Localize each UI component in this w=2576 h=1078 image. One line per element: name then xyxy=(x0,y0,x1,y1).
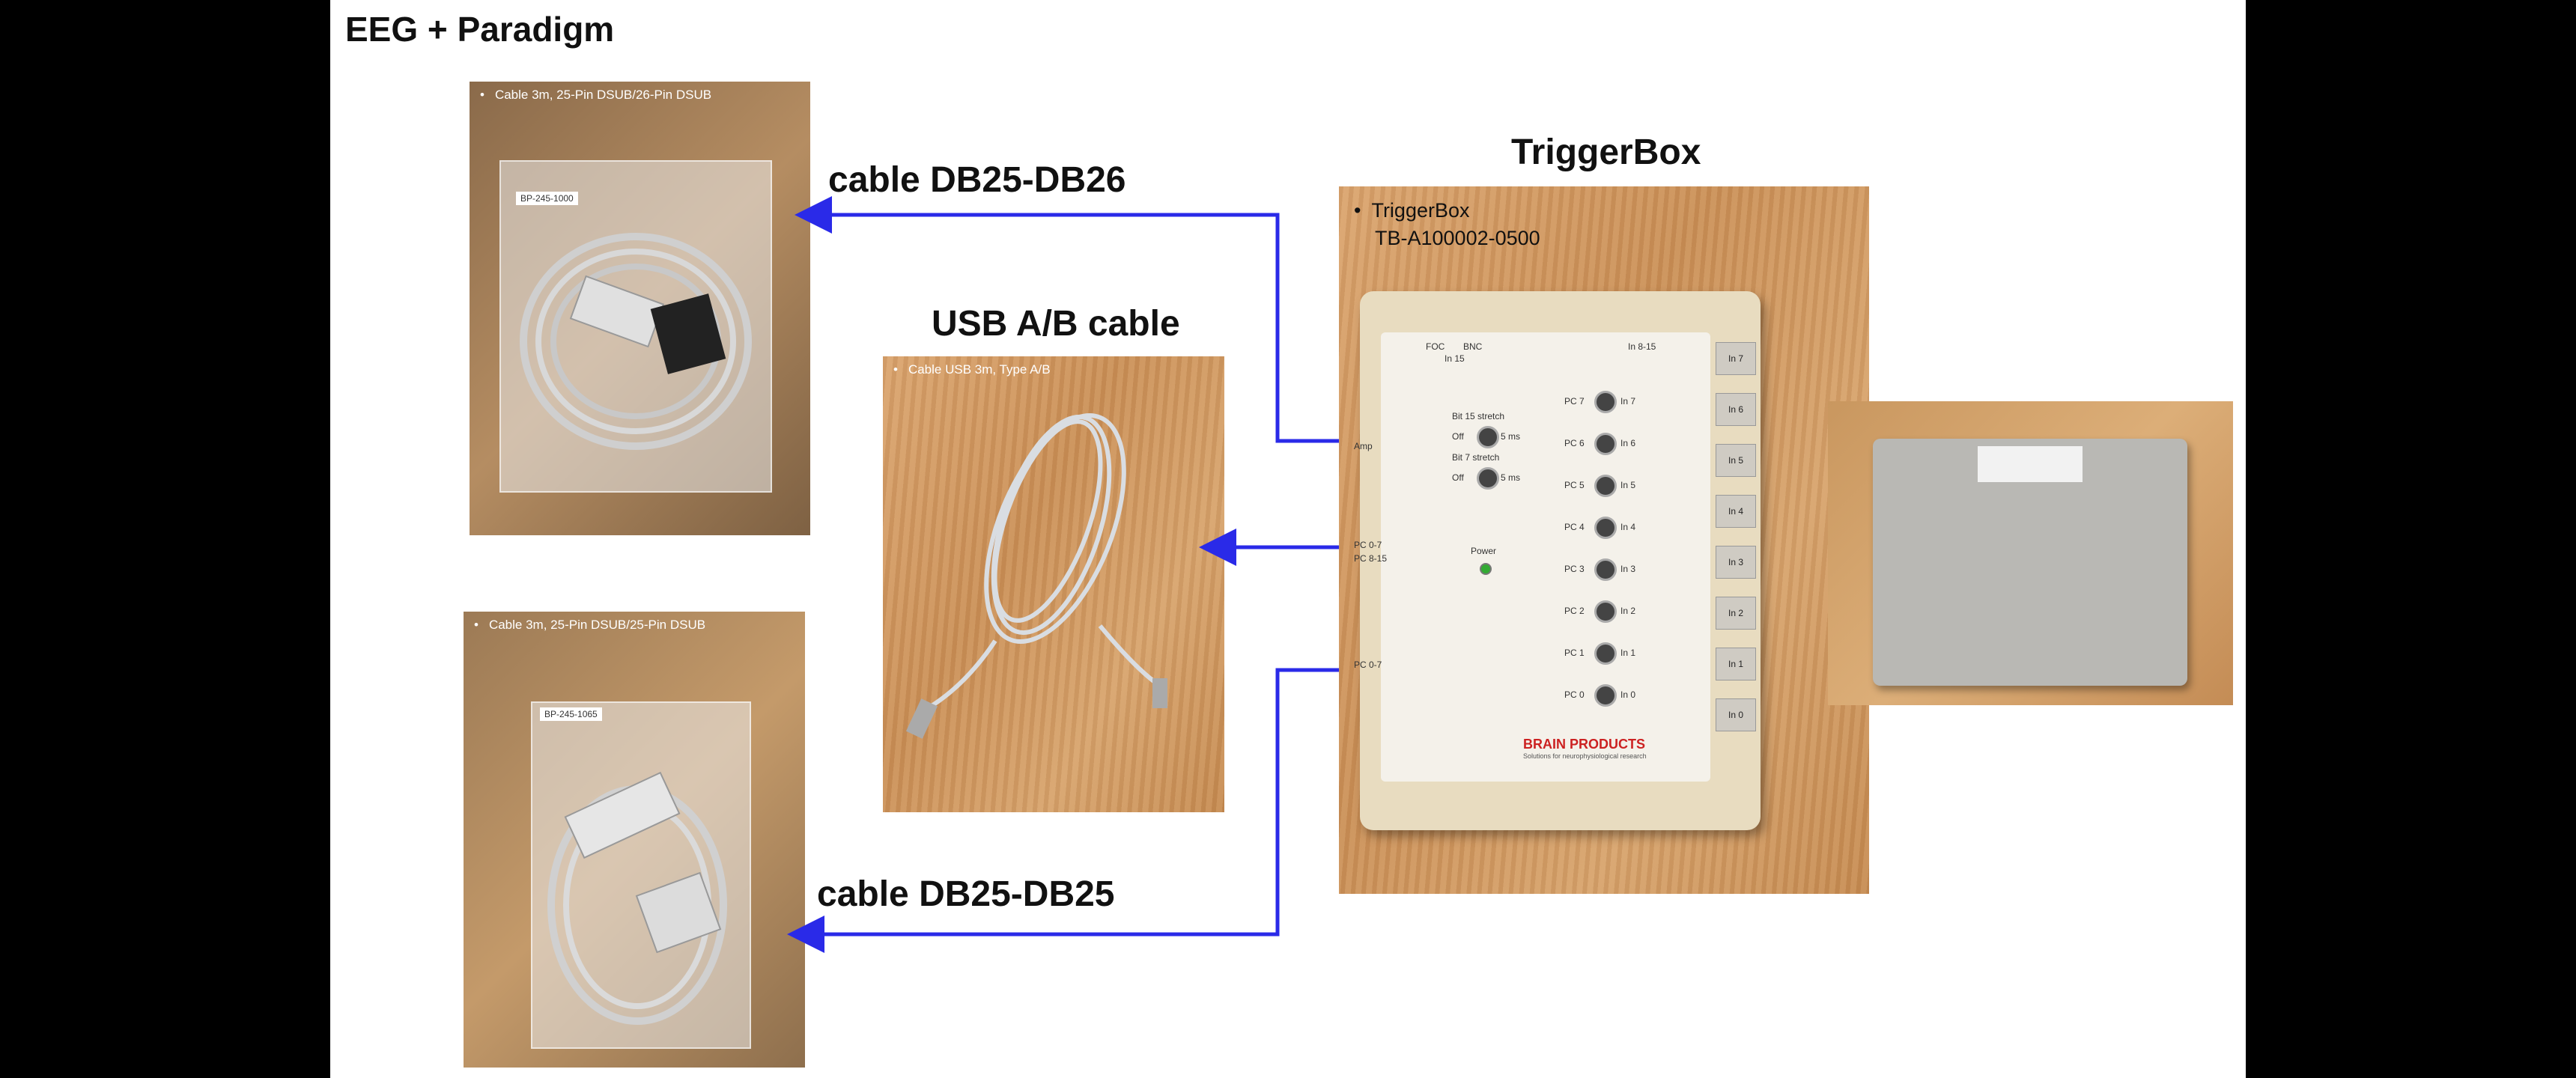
label-amp: Amp xyxy=(1354,441,1373,451)
caption-text: Cable 3m, 25-Pin DSUB/25-Pin DSUB xyxy=(488,618,706,632)
pc6-knob[interactable] xyxy=(1594,433,1617,455)
label-in8-15: In 8-15 xyxy=(1628,341,1656,352)
coiled-cable-icon xyxy=(520,233,752,450)
logo-text: BRAIN PRODUCTS xyxy=(1523,737,1646,752)
label-off-1: Off xyxy=(1452,431,1464,442)
bit7-switch[interactable] xyxy=(1477,467,1499,490)
heading-db25: cable DB25-DB25 xyxy=(817,874,1115,914)
label-ms-2: 5 ms xyxy=(1501,472,1521,483)
input-button[interactable]: In 5 xyxy=(1716,444,1756,477)
photo-cable-db26: •Cable 3m, 25-Pin DSUB/26-Pin DSUB BP-24… xyxy=(470,82,810,535)
pc-label: PC 0 xyxy=(1564,689,1585,700)
photo-caption: •Cable 3m, 25-Pin DSUB/26-Pin DSUB xyxy=(480,88,712,102)
pc-label: PC 4 xyxy=(1564,522,1585,532)
bag-label: BP-245-1000 xyxy=(516,192,578,205)
input-button[interactable]: In 0 xyxy=(1716,698,1756,731)
in-label: In 1 xyxy=(1620,648,1636,658)
in-label: In 6 xyxy=(1620,438,1636,448)
label-bnc: BNC xyxy=(1463,341,1483,352)
label-in15: In 15 xyxy=(1445,353,1465,364)
pc-label: PC 7 xyxy=(1564,396,1585,406)
label-ms-1: 5 ms xyxy=(1501,431,1521,442)
pc1-knob[interactable] xyxy=(1594,642,1617,665)
label-bit15: Bit 15 stretch xyxy=(1452,411,1505,421)
label-power: Power xyxy=(1471,546,1497,556)
in-label: In 0 xyxy=(1620,689,1636,700)
input-button[interactable]: In 1 xyxy=(1716,648,1756,680)
page-title: EEG + Paradigm xyxy=(345,10,615,49)
coiled-cable-icon xyxy=(547,771,727,1025)
input-button[interactable]: In 4 xyxy=(1716,495,1756,528)
photo-cable-db25: •Cable 3m, 25-Pin DSUB/25-Pin DSUB BP-24… xyxy=(464,612,805,1068)
triggerbox-device: FOC BNC In 15 In 8-15 Bit 15 stretch Off… xyxy=(1354,291,1761,830)
logo-subtitle: Solutions for neurophysiological researc… xyxy=(1523,752,1647,760)
pc2-knob[interactable] xyxy=(1594,600,1617,623)
slide: EEG + Paradigm •Cable 3m, 25-Pin DSUB/26… xyxy=(330,0,2246,1078)
arrow-db26 xyxy=(795,196,1360,443)
input-button[interactable]: In 2 xyxy=(1716,597,1756,630)
brand-logo: BRAIN PRODUCTS Solutions for neurophysio… xyxy=(1523,737,1647,760)
input-button[interactable]: In 3 xyxy=(1716,546,1756,579)
pc-label: PC 5 xyxy=(1564,480,1585,490)
label-off-2: Off xyxy=(1452,472,1464,483)
heading-triggerbox: TriggerBox xyxy=(1511,133,1701,172)
usb-cable-icon xyxy=(905,413,1167,739)
pc3-knob[interactable] xyxy=(1594,558,1617,581)
caption-line2: TB-A100002-0500 xyxy=(1375,227,1540,249)
pc-label: PC 1 xyxy=(1564,648,1585,658)
label-usb-pc8-15: PC 8-15 xyxy=(1354,553,1388,564)
pc-label: PC 6 xyxy=(1564,438,1585,448)
in-label: In 4 xyxy=(1620,522,1636,532)
caption-line1: TriggerBox xyxy=(1371,199,1470,222)
heading-db26: cable DB25-DB26 xyxy=(828,160,1126,200)
label-bit7: Bit 7 stretch xyxy=(1452,452,1500,463)
in-label: In 3 xyxy=(1620,564,1636,574)
photo-caption: •Cable 3m, 25-Pin DSUB/25-Pin DSUB xyxy=(474,618,706,632)
photo-caption: •TriggerBox TB-A100002-0500 xyxy=(1354,199,1540,249)
caption-text: Cable USB 3m, Type A/B xyxy=(908,362,1051,377)
pc-label: PC 2 xyxy=(1564,606,1585,616)
caption-text: Cable 3m, 25-Pin DSUB/26-Pin DSUB xyxy=(494,88,712,102)
label-foc: FOC xyxy=(1426,341,1445,352)
input-button[interactable]: In 6 xyxy=(1716,393,1756,426)
bag-label: BP-245-1065 xyxy=(540,707,602,721)
photo-triggerbox-back xyxy=(1828,401,2233,705)
input-button[interactable]: In 7 xyxy=(1716,342,1756,375)
in-label: In 7 xyxy=(1620,396,1636,406)
pc0-knob[interactable] xyxy=(1594,684,1617,707)
photo-caption: •Cable USB 3m, Type A/B xyxy=(893,362,1051,377)
pc7-knob[interactable] xyxy=(1594,391,1617,413)
pc4-knob[interactable] xyxy=(1594,517,1617,539)
front-panel: FOC BNC In 15 In 8-15 Bit 15 stretch Off… xyxy=(1381,332,1710,782)
heading-usb: USB A/B cable xyxy=(932,304,1180,344)
label-pc0-7-lower: PC 0-7 xyxy=(1354,660,1382,670)
cable-bag: BP-245-1000 xyxy=(499,160,772,493)
back-plate xyxy=(1873,439,2187,686)
bit15-switch[interactable] xyxy=(1477,426,1499,448)
power-led-icon xyxy=(1480,563,1492,575)
arrow-db25 xyxy=(787,668,1362,953)
in-label: In 5 xyxy=(1620,480,1636,490)
pc-label: PC 3 xyxy=(1564,564,1585,574)
pc5-knob[interactable] xyxy=(1594,475,1617,497)
photo-triggerbox: •TriggerBox TB-A100002-0500 FOC BNC In 1… xyxy=(1339,186,1869,894)
label-usb-pc0-7: PC 0-7 xyxy=(1354,540,1382,550)
in-label: In 2 xyxy=(1620,606,1636,616)
photo-usb-cable: •Cable USB 3m, Type A/B xyxy=(883,356,1224,812)
cable-bag: BP-245-1065 xyxy=(531,701,751,1049)
spec-sticker xyxy=(1978,446,2083,482)
